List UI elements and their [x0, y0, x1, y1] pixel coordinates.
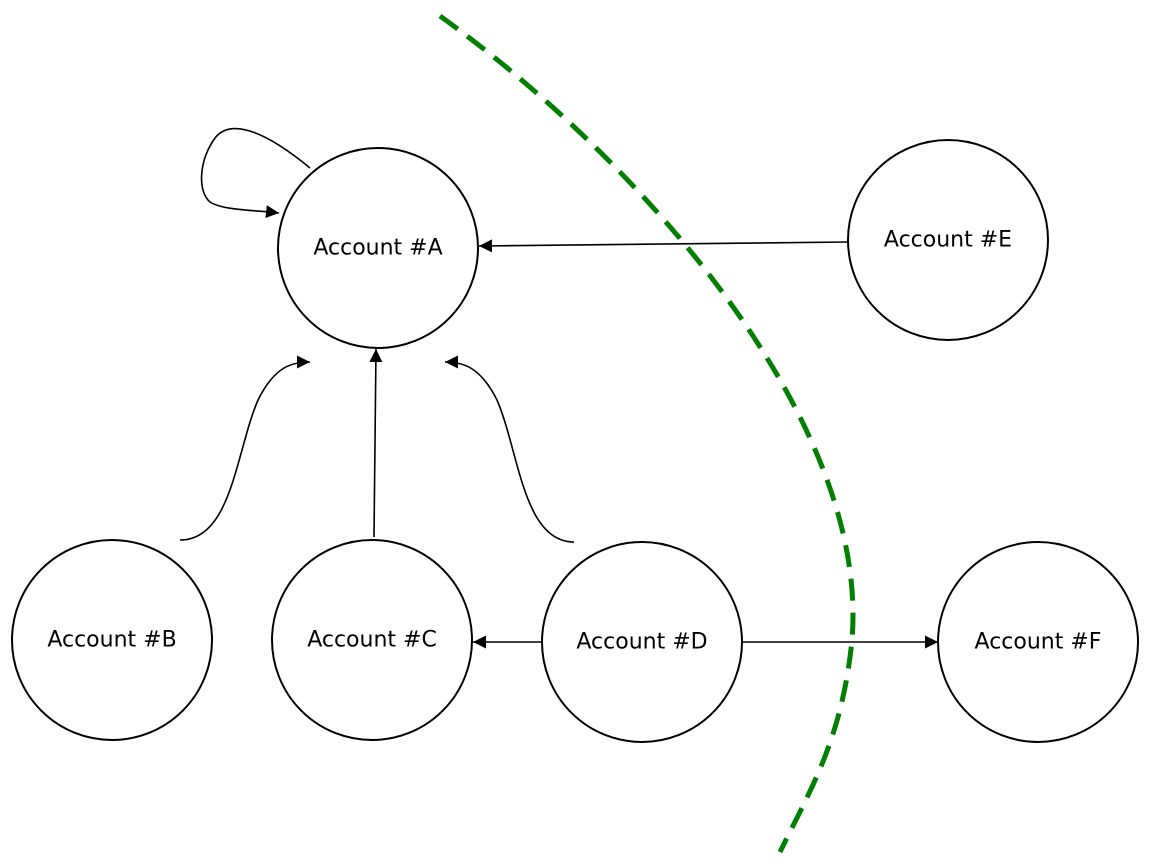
edge-c-to-a [369, 348, 383, 538]
edge-a-self-loop [200, 127, 311, 219]
node-account-f[interactable]: Account #F [937, 541, 1139, 743]
node-label: Account #E [884, 228, 1012, 253]
node-label: Account #F [975, 630, 1102, 655]
node-label: Account #D [576, 630, 707, 655]
edge-d-to-a [444, 355, 575, 543]
node-label: Account #B [47, 628, 176, 653]
node-label: Account #A [313, 236, 442, 261]
node-account-c[interactable]: Account #C [271, 539, 473, 741]
node-account-e[interactable]: Account #E [847, 139, 1049, 341]
node-account-a[interactable]: Account #A [277, 147, 479, 349]
node-account-b[interactable]: Account #B [11, 539, 213, 741]
node-label: Account #C [307, 628, 437, 653]
node-account-d[interactable]: Account #D [541, 541, 743, 743]
edge-e-to-a [478, 239, 849, 253]
edge-b-to-a [179, 355, 311, 541]
